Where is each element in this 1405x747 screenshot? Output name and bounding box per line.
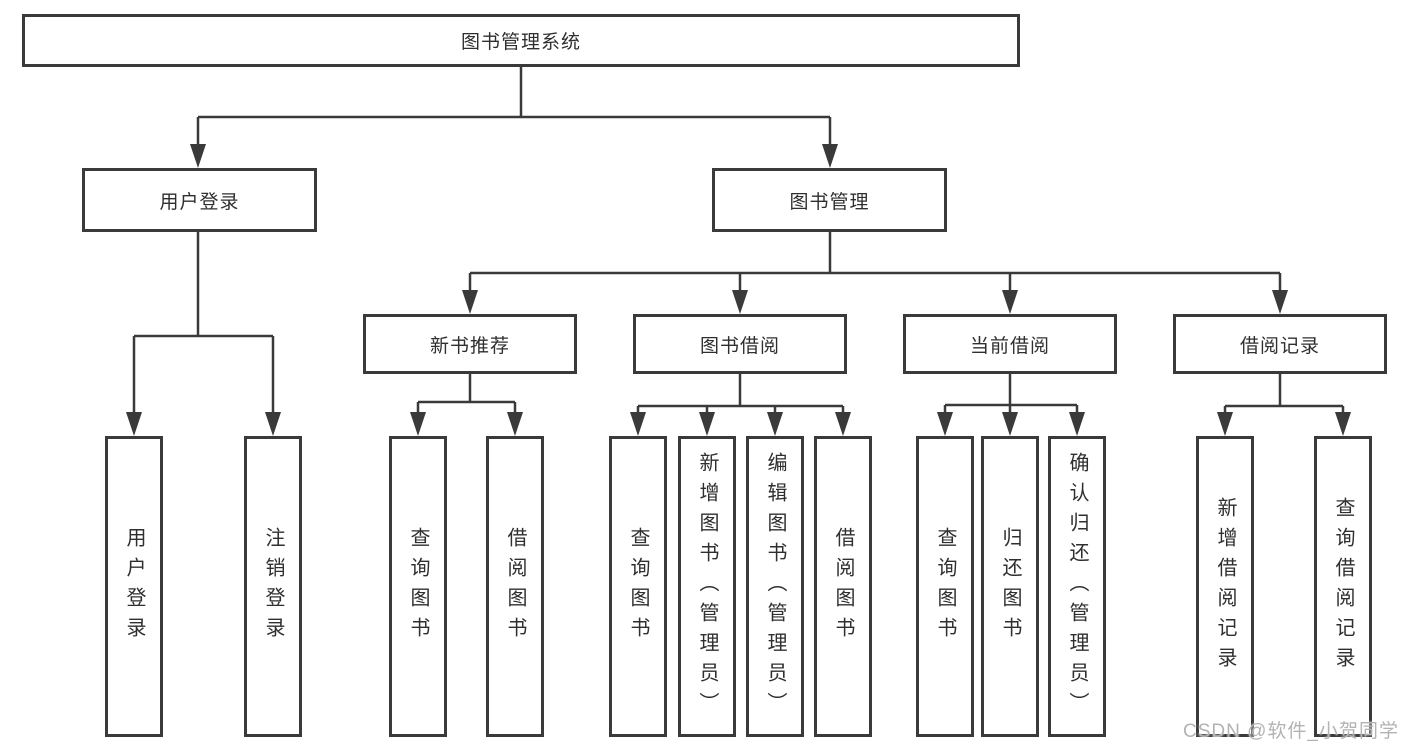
leaf-return-books: 归还图书 bbox=[981, 436, 1039, 737]
leaf-query-borrow-record: 查询借阅记录 bbox=[1314, 436, 1372, 737]
leaf-add-books-admin: 新增图书（管理员） bbox=[678, 436, 736, 737]
leaf-logout: 注销登录 bbox=[244, 436, 302, 737]
node-current-borrow: 当前借阅 bbox=[903, 314, 1117, 374]
leaf-borrow-books: 借阅图书 bbox=[814, 436, 872, 737]
node-user-login: 用户登录 bbox=[82, 168, 317, 232]
leaf-borrow-query-books: 查询图书 bbox=[609, 436, 667, 737]
leaf-confirm-return-admin: 确认归还（管理员） bbox=[1048, 436, 1106, 737]
leaf-current-query-books: 查询图书 bbox=[916, 436, 974, 737]
leaf-recommend-query-books: 查询图书 bbox=[389, 436, 447, 737]
node-book-borrow: 图书借阅 bbox=[633, 314, 847, 374]
node-root: 图书管理系统 bbox=[22, 14, 1020, 67]
watermark: CSDN @软件_小贺同学 bbox=[1183, 721, 1399, 742]
node-borrow-records: 借阅记录 bbox=[1173, 314, 1387, 374]
node-book-management: 图书管理 bbox=[712, 168, 947, 232]
leaf-add-borrow-record: 新增借阅记录 bbox=[1196, 436, 1254, 737]
leaf-recommend-borrow-books: 借阅图书 bbox=[486, 436, 544, 737]
leaf-user-login: 用户登录 bbox=[105, 436, 163, 737]
node-new-book-recommend: 新书推荐 bbox=[363, 314, 577, 374]
leaf-edit-books-admin: 编辑图书（管理员） bbox=[746, 436, 804, 737]
